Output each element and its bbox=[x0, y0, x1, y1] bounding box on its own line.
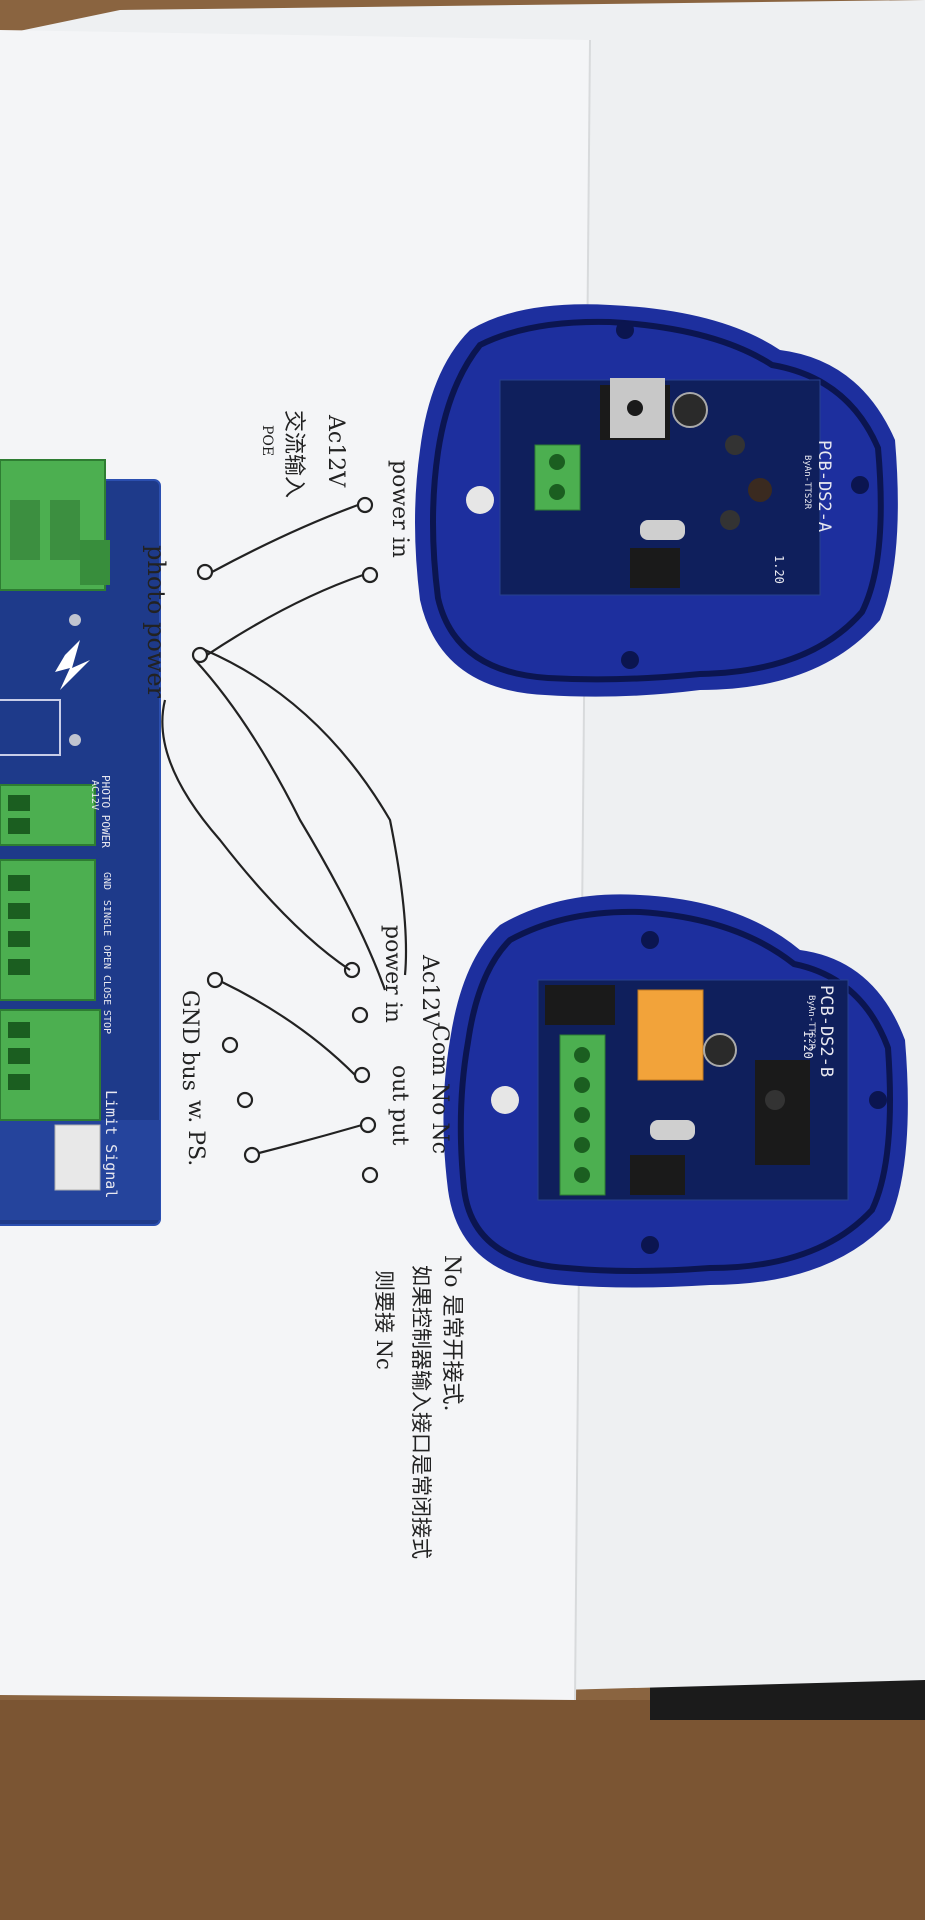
note-power-in-top: power in bbox=[387, 460, 412, 558]
note-cn-input: 交流输入 bbox=[281, 410, 306, 499]
board-b-version: 1.20 bbox=[801, 1030, 815, 1059]
controller-single-label: SINGLE bbox=[101, 900, 112, 937]
controller-board bbox=[0, 459, 161, 1226]
wiring-sketch bbox=[161, 496, 408, 1184]
controller-ac12v-label: AC12V bbox=[89, 780, 100, 811]
controller-gnd-label: GND bbox=[101, 872, 112, 891]
note-ac12v-bottom: Ac12V bbox=[417, 955, 442, 1028]
note-line-3: 则要接 Nc bbox=[372, 1270, 396, 1370]
sensor-board-a bbox=[415, 304, 898, 697]
note-ac12v-top: Ac12V bbox=[323, 415, 348, 488]
note-line-2: 如果控制器输入接口是常闭接式 bbox=[409, 1265, 433, 1559]
table-edge bbox=[0, 1700, 925, 1920]
note-w-ps: w. PS. bbox=[183, 1100, 208, 1167]
board-a-version: 1.20 bbox=[772, 555, 786, 584]
note-line-1: No 是常开接式. bbox=[439, 1255, 464, 1412]
controller-open-label: OPEN bbox=[101, 945, 112, 970]
note-gnd-bus: GND bus bbox=[177, 990, 202, 1091]
controller-stop-label: STOP bbox=[101, 1010, 112, 1035]
controller-limit-signal-label: Limit Signal bbox=[102, 1090, 120, 1199]
board-a-small-label: ByAn-TTS2R bbox=[802, 455, 812, 510]
board-b-label: PCB-DS2-B bbox=[816, 985, 836, 1078]
controller-photo-power-label: PHOTO POWER bbox=[99, 775, 112, 848]
note-power-in-bottom: power in bbox=[380, 925, 405, 1023]
board-a-label: PCB-DS2-A bbox=[814, 440, 834, 533]
note-cn-small: POE bbox=[259, 425, 275, 457]
controller-close-label: CLOSE bbox=[101, 975, 112, 1006]
note-out-put: out put bbox=[387, 1065, 412, 1146]
note-photo-power: photo power bbox=[142, 545, 170, 699]
note-com-no-nc: Com No Nc bbox=[427, 1025, 452, 1154]
sensor-board-b bbox=[443, 894, 908, 1288]
